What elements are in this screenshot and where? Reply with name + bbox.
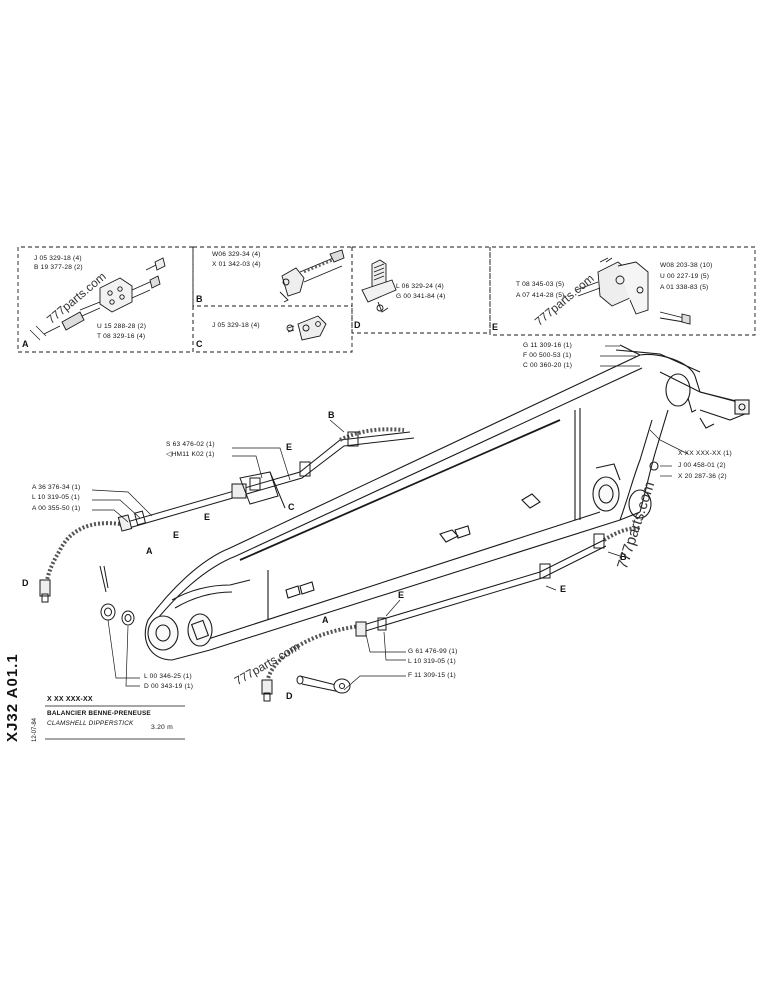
part-label: F 00 500-53 (1) [523,352,572,359]
callout-e: E [173,530,180,540]
callout-e: E [286,442,293,452]
part-label: G 11 309-16 (1) [523,342,573,349]
part-label: F 11 309-15 (1) [408,672,456,679]
part-label: X 20 287-36 (2) [678,473,727,480]
part-label: G 61 476-99 (1) [408,648,458,655]
hydraulic-lines [39,427,641,702]
part-label: S 63 476-02 (1) [166,441,215,448]
part-label: D 00 343-19 (1) [144,683,194,690]
part-label: T 08 345-03 (5) [516,281,565,288]
part-label: A 00 355-50 (1) [32,505,81,512]
part-label: A 07 414-28 (5) [516,292,565,299]
part-label: G 00 341-84 (4) [396,293,446,300]
callout-d: D [286,691,293,701]
box-b-letter: B [196,294,203,304]
part-label: L 10 319-05 (1) [32,494,80,501]
part-label: U 00 227-19 (5) [660,273,710,280]
detail-c-art [286,315,327,341]
title-english: CLAMSHELL DIPPERSTICK [47,720,134,727]
leader-lines [91,345,689,691]
drawing-date: 12-07-84 [32,717,38,742]
callout-e: E [560,584,567,594]
part-label: X XX XXX-XX (1) [678,450,732,457]
part-label: W06 329-34 (4) [212,251,261,258]
callout-c: C [288,502,295,512]
callout-a: A [146,546,153,556]
box-d-letter: D [354,320,361,330]
callout-a: A [322,615,329,625]
part-label: W08 203-38 (10) [660,262,713,269]
part-label: ◁HM11 K02 (1) [166,451,215,458]
detail-b-art [279,249,345,303]
part-label: J 05 329-18 (4) [212,322,260,329]
box-a-letter: A [22,339,29,349]
title-french: BALANCIER BENNE-PRENEUSE [47,710,151,717]
title-length: 3.20 m [151,724,173,731]
detail-e-art [575,257,691,325]
detail-d-art [361,259,397,313]
part-label: L 00 346-25 (1) [144,673,192,680]
part-label: A 36 376-34 (1) [32,484,81,491]
part-label: C 00 360-20 (1) [523,362,573,369]
part-label-text: HM11 K02 (1) [171,451,215,458]
title-block-frame [45,705,185,740]
callout-e: E [398,590,405,600]
detail-box-frames [17,246,756,353]
title-block: X XX XXX-XX BALANCIER BENNE-PRENEUSE CLA… [45,694,185,740]
title-ref: X XX XXX-XX [47,696,93,703]
callout-b: B [620,552,627,562]
part-label: T 08 329-16 (4) [97,333,146,340]
part-label: L 06 329-24 (4) [396,283,444,290]
part-label: B 19 377-28 (2) [34,264,83,271]
part-label: X 01 342-03 (4) [212,261,261,268]
part-label: J 00 458-01 (2) [678,462,726,469]
part-label: J 05 329-18 (4) [34,255,82,262]
stick-body [144,344,750,661]
detail-a-art [29,257,166,341]
drawing-number: XJ32 A01.1 [4,653,21,742]
box-e-letter: E [492,322,499,332]
part-label: U 15 288-28 (2) [97,323,147,330]
box-c-letter: C [196,339,203,349]
part-label: L 10 319-05 (1) [408,658,456,665]
part-label: A 01 338-83 (5) [660,284,709,291]
callout-d: D [22,578,29,588]
callout-b: B [328,410,335,420]
callout-e: E [204,512,211,522]
